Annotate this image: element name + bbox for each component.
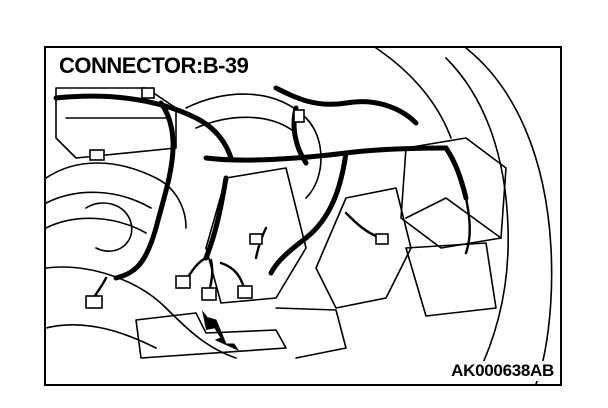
connector-callout-label: CONNECTOR:B-39 <box>56 54 252 78</box>
pointer-arrow-head <box>202 310 216 330</box>
relay-box <box>400 137 507 249</box>
connector-left <box>175 275 191 289</box>
connector-center <box>249 233 263 245</box>
pointer-arrow <box>207 317 240 352</box>
harness-right-drop <box>443 145 469 201</box>
harness-cross <box>203 145 449 163</box>
floor-bracket <box>135 312 287 359</box>
fuse-box <box>405 242 497 317</box>
figure-id-label: AK000638AB <box>449 361 556 381</box>
fender-outline <box>465 48 553 384</box>
engine-bay-illustration: CONNECTOR:B-39 AK000638AB <box>44 46 562 386</box>
connector-battery <box>375 233 389 245</box>
harness-to-connector <box>203 175 229 261</box>
connector-top <box>141 87 155 99</box>
engine-bay-line-art <box>46 48 553 384</box>
engine-lower-line <box>46 324 157 349</box>
engine-block-line <box>46 266 237 359</box>
connector-right <box>237 285 253 299</box>
connector-throttle <box>293 109 305 123</box>
connector-intake <box>89 149 105 161</box>
body-panel-line <box>375 48 452 139</box>
intake-runner-3 <box>46 217 147 234</box>
relay-box-edge <box>405 197 502 239</box>
battery-tray <box>315 187 412 309</box>
intake-runner-2 <box>46 191 152 209</box>
harness-top-right <box>273 85 419 126</box>
connector-b39 <box>201 287 217 301</box>
strut-tower-outline <box>445 57 509 379</box>
harness-main-upper <box>53 93 234 161</box>
wire-3 <box>219 261 246 290</box>
wire-7 <box>92 276 108 300</box>
harness-left-branch <box>113 100 176 281</box>
throttle-body <box>185 93 322 199</box>
harness-center-drop <box>268 150 349 276</box>
floor-panel-edge <box>275 307 347 359</box>
center-bracket <box>205 167 307 304</box>
connector-lower-left <box>85 295 103 309</box>
intake-port <box>85 202 133 252</box>
intake-runner-1 <box>46 162 187 229</box>
wire-6 <box>464 196 471 255</box>
